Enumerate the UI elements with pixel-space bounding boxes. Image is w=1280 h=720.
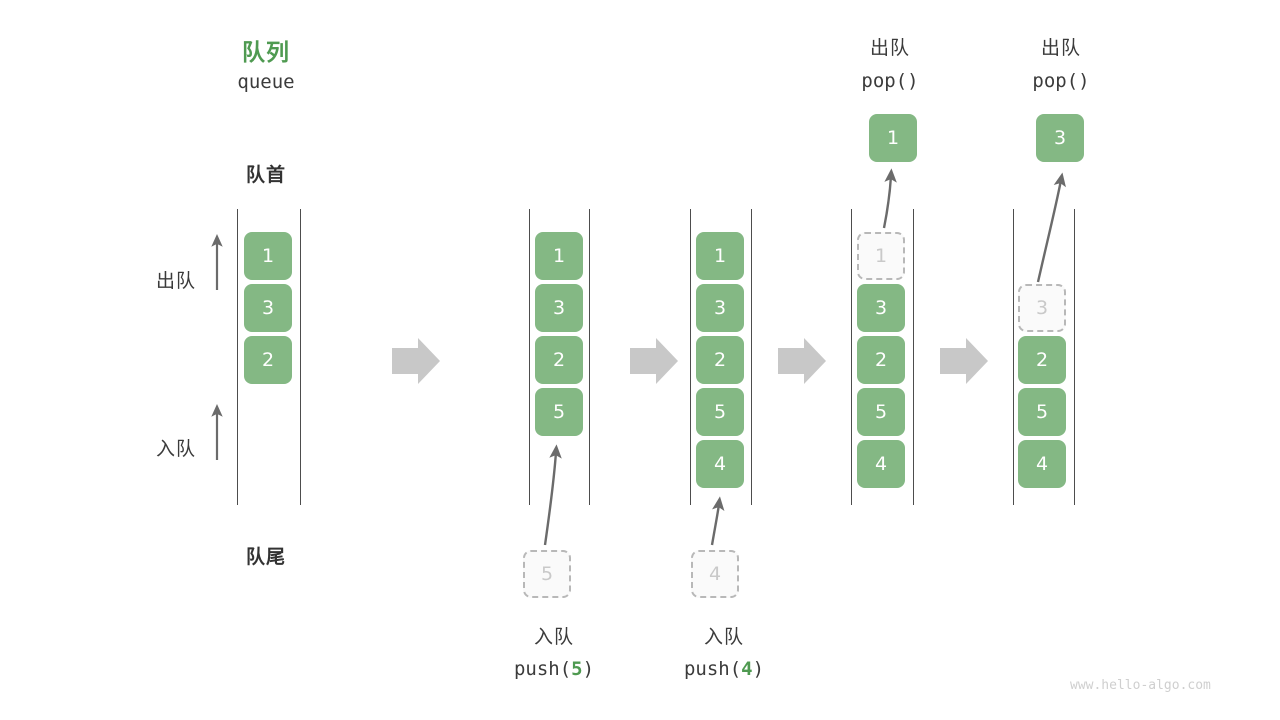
queue-rail-right-col4	[913, 209, 914, 505]
push-caption-code: push(4)	[654, 658, 794, 680]
incoming-element-ghost: 5	[523, 550, 571, 598]
push-arrow-col3	[710, 496, 725, 546]
queue-cell: 3	[244, 284, 292, 332]
pop-arrow-col5	[1036, 172, 1066, 283]
queue-cell: 1	[535, 232, 583, 280]
queue-cell: 5	[535, 388, 583, 436]
queue-tail-label: 队尾	[245, 546, 286, 568]
queue-cell: 2	[1018, 336, 1066, 384]
queue-cell: 5	[857, 388, 905, 436]
queue-rail-left-col3	[690, 209, 691, 505]
queue-rail-right-col1	[300, 209, 301, 505]
queue-cell: 2	[857, 336, 905, 384]
push-caption-code-suffix: )	[752, 658, 765, 680]
pop-caption-code: pop()	[1032, 70, 1090, 92]
step-arrow-4	[940, 338, 988, 384]
queue-cell: 5	[696, 388, 744, 436]
push-arrow-col2	[543, 444, 562, 546]
enqueue-direction-label: 入队	[155, 438, 196, 460]
queue-rail-right-col3	[751, 209, 752, 505]
queue-rail-right-col5	[1074, 209, 1075, 505]
queue-cell-removed: 3	[1018, 284, 1066, 332]
diagram-title-cn: 队列	[242, 40, 290, 66]
step-arrow-3	[778, 338, 826, 384]
queue-cell: 2	[535, 336, 583, 384]
queue-cell: 4	[1018, 440, 1066, 488]
queue-cell: 4	[696, 440, 744, 488]
queue-rail-left-col5	[1013, 209, 1014, 505]
push-caption-cn: 入队	[703, 626, 744, 648]
queue-rail-left-col1	[237, 209, 238, 505]
diagram-title-en: queue	[237, 71, 295, 93]
queue-cell: 3	[535, 284, 583, 332]
pop-caption-cn: 出队	[1040, 37, 1081, 59]
step-arrow-2	[630, 338, 678, 384]
push-caption-code: push(5)	[484, 658, 624, 680]
queue-cell: 5	[1018, 388, 1066, 436]
incoming-element-ghost: 4	[691, 550, 739, 598]
push-caption-code-value: 4	[741, 658, 753, 680]
queue-cell: 4	[857, 440, 905, 488]
step-arrow-1	[392, 338, 440, 384]
queue-cell: 3	[857, 284, 905, 332]
queue-cell: 1	[696, 232, 744, 280]
push-caption-cn: 入队	[533, 626, 574, 648]
push-caption-code-value: 5	[571, 658, 583, 680]
queue-head-label: 队首	[245, 164, 286, 186]
popped-element: 3	[1036, 114, 1084, 162]
pop-caption-code: pop()	[861, 70, 919, 92]
push-caption-code-prefix: push(	[683, 658, 742, 680]
pop-caption-cn: 出队	[869, 37, 910, 59]
push-caption-code-prefix: push(	[513, 658, 572, 680]
popped-element: 1	[869, 114, 917, 162]
pop-arrow-col4	[882, 168, 897, 229]
push-caption-code-suffix: )	[582, 658, 595, 680]
dequeue-direction-label: 出队	[155, 270, 196, 292]
queue-cell: 1	[244, 232, 292, 280]
queue-cell: 3	[696, 284, 744, 332]
queue-rail-right-col2	[589, 209, 590, 505]
queue-cell-removed: 1	[857, 232, 905, 280]
queue-rail-left-col4	[851, 209, 852, 505]
queue-cell: 2	[244, 336, 292, 384]
watermark: www.hello-algo.com	[1070, 678, 1211, 693]
queue-cell: 2	[696, 336, 744, 384]
queue-rail-left-col2	[529, 209, 530, 505]
